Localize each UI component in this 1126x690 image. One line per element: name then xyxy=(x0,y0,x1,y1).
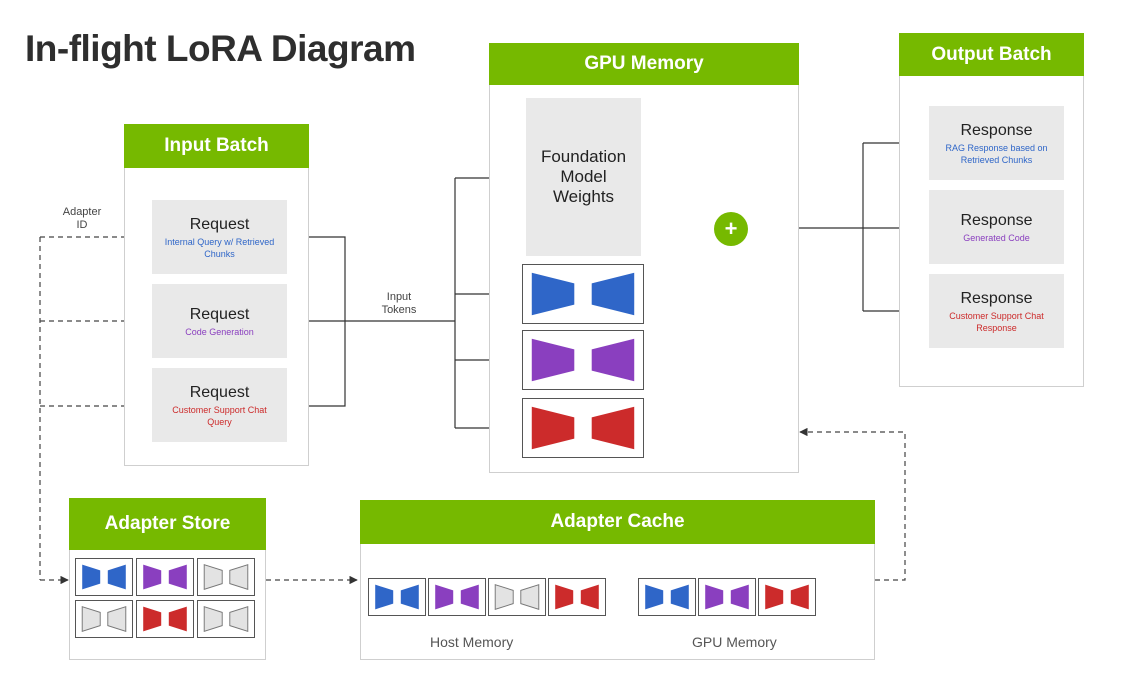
store-adapter-red xyxy=(136,600,194,638)
host-adapter-red xyxy=(548,578,606,616)
request-card-1: Request Internal Query w/ Retrieved Chun… xyxy=(152,200,287,274)
store-adapter-grey xyxy=(197,558,255,596)
store-adapter-grey xyxy=(75,600,133,638)
foundation-label: Foundation Model Weights xyxy=(540,147,627,206)
gpu-memory-cache-label: GPU Memory xyxy=(692,634,777,650)
input-tokens-label: Input Tokens xyxy=(381,291,417,316)
response-card-3: Response Customer Support Chat Response xyxy=(929,274,1064,348)
gpu-cache-adapter-red xyxy=(758,578,816,616)
request-card-3: Request Customer Support Chat Query xyxy=(152,368,287,442)
adapter-id-label: Adapter ID xyxy=(62,206,102,231)
host-memory-label: Host Memory xyxy=(430,634,514,650)
store-adapter-grey xyxy=(197,600,255,638)
response-title: Response xyxy=(960,211,1033,229)
gpu-cache-adapter-blue xyxy=(638,578,696,616)
diagram-title: In-flight LoRA Diagram xyxy=(25,28,416,69)
output-batch-header: Output Batch xyxy=(899,33,1084,76)
response-detail: Customer Support Chat Response xyxy=(949,310,1044,333)
request-detail: Code Generation xyxy=(185,326,254,337)
gpu-memory-header: GPU Memory xyxy=(489,43,799,85)
request-title: Request xyxy=(189,215,250,233)
request-title: Request xyxy=(189,383,250,401)
gpu-cache-adapter-purple xyxy=(698,578,756,616)
host-adapter-purple xyxy=(428,578,486,616)
request-title: Request xyxy=(189,305,250,323)
response-title: Response xyxy=(960,289,1033,307)
host-adapter-blue xyxy=(368,578,426,616)
response-card-2: Response Generated Code xyxy=(929,190,1064,264)
response-card-1: Response RAG Response based on Retrieved… xyxy=(929,106,1064,180)
request-detail: Internal Query w/ Retrieved Chunks xyxy=(164,236,275,259)
store-adapter-purple xyxy=(136,558,194,596)
response-detail: Generated Code xyxy=(963,232,1030,243)
response-title: Response xyxy=(960,121,1033,139)
request-card-2: Request Code Generation xyxy=(152,284,287,358)
plus-icon: + xyxy=(724,216,738,241)
foundation-model-weights: Foundation Model Weights xyxy=(526,98,641,256)
response-detail: RAG Response based on Retrieved Chunks xyxy=(945,142,1048,165)
host-adapter-grey xyxy=(488,578,546,616)
plus-node: + xyxy=(714,212,748,246)
input-batch-header: Input Batch xyxy=(124,124,309,168)
request-detail: Customer Support Chat Query xyxy=(172,404,267,427)
adapter-store-header: Adapter Store xyxy=(69,498,266,550)
lora-adapter-red xyxy=(522,398,644,458)
lora-adapter-blue xyxy=(522,264,644,324)
store-adapter-blue xyxy=(75,558,133,596)
lora-adapter-purple xyxy=(522,330,644,390)
adapter-cache-header: Adapter Cache xyxy=(360,500,875,544)
